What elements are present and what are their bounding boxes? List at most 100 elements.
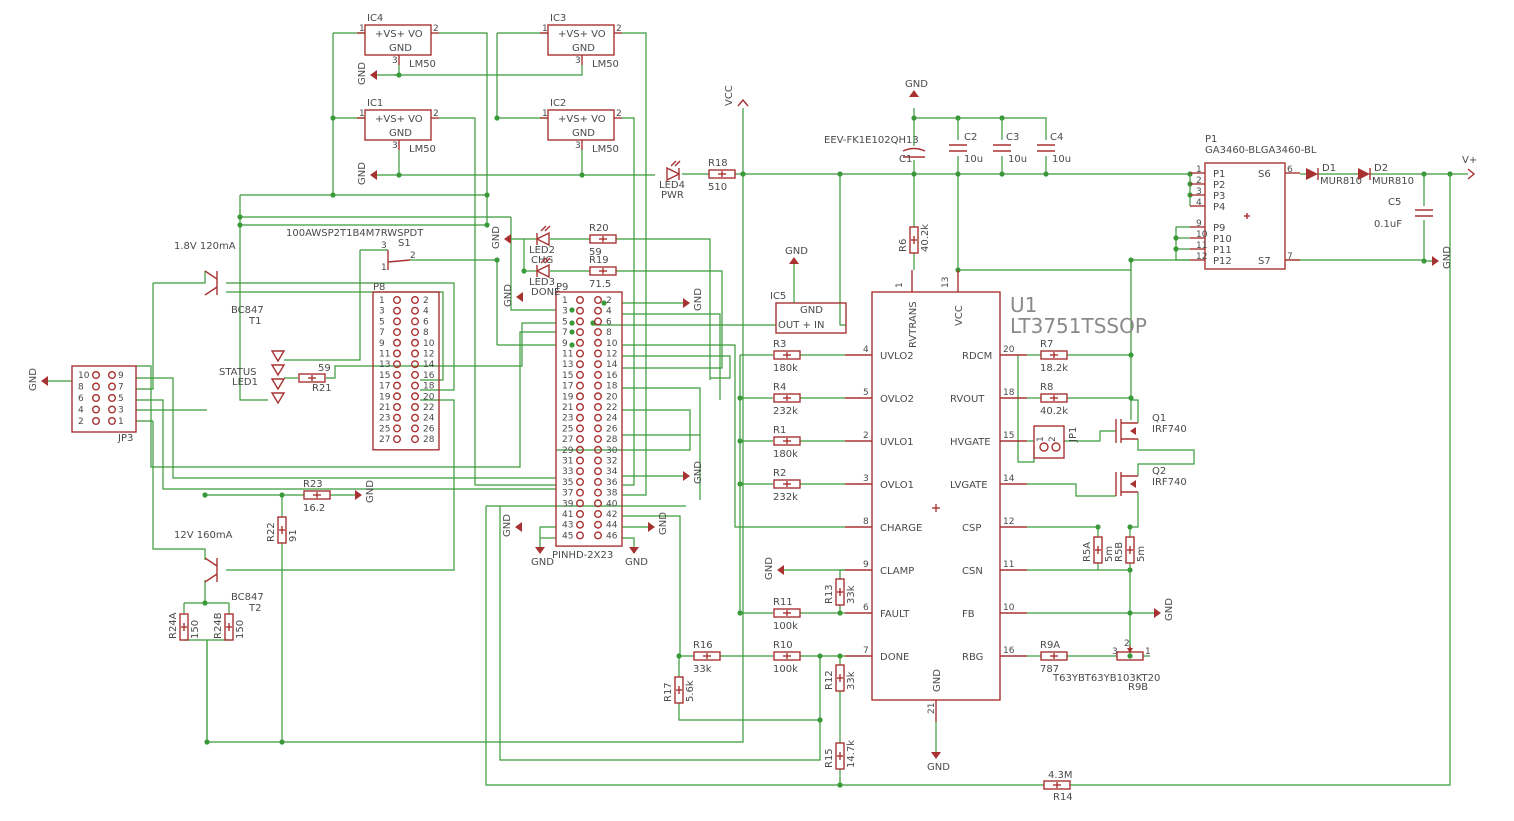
pin-number: 5 bbox=[562, 317, 568, 327]
header-pin bbox=[576, 370, 585, 379]
header-pin bbox=[594, 328, 603, 337]
pin-number: 41 bbox=[562, 510, 573, 520]
resistor-value: 5m bbox=[1136, 546, 1147, 562]
pin-number: 3 bbox=[863, 474, 869, 484]
pin-number: 16 bbox=[1003, 646, 1015, 656]
diode-ref: D2 bbox=[1374, 163, 1388, 174]
jp1-ref: JP1 bbox=[1068, 427, 1079, 443]
pin-number: 5 bbox=[379, 317, 385, 327]
pin-number: 5 bbox=[118, 394, 124, 404]
junction-dot bbox=[569, 329, 575, 335]
emitter bbox=[204, 286, 218, 296]
regulator-ref: IC2 bbox=[550, 98, 566, 109]
header-pin bbox=[393, 370, 402, 379]
junction-dot bbox=[737, 610, 743, 616]
wire bbox=[153, 271, 206, 284]
header-pin bbox=[594, 317, 603, 326]
pin-number: 3 bbox=[575, 141, 581, 151]
regulator-value: LM50 bbox=[409, 144, 436, 155]
junction-dot bbox=[837, 610, 843, 616]
pin-number: 3 bbox=[562, 307, 568, 317]
resistor-value: 33k bbox=[846, 671, 857, 690]
header-p9-body bbox=[555, 291, 623, 547]
gnd-icon bbox=[535, 547, 545, 554]
pin-number: 26 bbox=[606, 424, 618, 434]
header-pin bbox=[411, 413, 420, 422]
pin-number: 3 bbox=[392, 56, 398, 66]
header-pin bbox=[107, 371, 116, 380]
resistor-body bbox=[773, 393, 801, 403]
gnd-symbol: GND bbox=[764, 557, 784, 580]
pin-number: 13 bbox=[941, 277, 951, 288]
junction-dot bbox=[330, 192, 336, 198]
gnd-icon bbox=[515, 522, 522, 532]
pin-name-charge: CHARGE bbox=[880, 523, 922, 534]
resistor-ref: R14 bbox=[1053, 792, 1073, 803]
junction-dot bbox=[279, 739, 285, 745]
header-pin bbox=[576, 381, 585, 390]
gnd-icon bbox=[931, 752, 941, 759]
resistor-body bbox=[708, 169, 736, 179]
transistor-ref: T2 bbox=[248, 603, 261, 614]
vplus-icon bbox=[1467, 168, 1476, 180]
resistor-value: 40.2k bbox=[1040, 406, 1068, 417]
junction-dot bbox=[396, 172, 402, 178]
gnd-icon bbox=[683, 471, 690, 481]
pin-number: 11 bbox=[379, 350, 390, 360]
header-p9-ref: P9 bbox=[556, 282, 568, 293]
header-pin bbox=[594, 392, 603, 401]
pin-number: 34 bbox=[606, 467, 618, 477]
cap-ref: C3 bbox=[1006, 132, 1019, 143]
junction-dot bbox=[204, 739, 210, 745]
resistor-body bbox=[1040, 393, 1068, 403]
header-pin bbox=[594, 296, 603, 305]
pin-number: 29 bbox=[562, 446, 574, 456]
resistor-value: 40.2k bbox=[920, 224, 931, 252]
p1-pin-label: P9 bbox=[1213, 223, 1225, 234]
p1-pin-label: S7 bbox=[1258, 256, 1271, 267]
pin-name-csp: CSP bbox=[962, 523, 981, 534]
header-pin bbox=[411, 306, 420, 315]
wire bbox=[958, 260, 1132, 271]
wire bbox=[622, 355, 731, 379]
junction-dot bbox=[837, 653, 843, 659]
gnd-icon bbox=[516, 292, 523, 302]
header-pin bbox=[576, 477, 585, 486]
pin-number: 3 bbox=[381, 241, 387, 251]
pin-name-rvout: RVOUT bbox=[950, 394, 985, 405]
wire bbox=[136, 399, 556, 490]
junction-dot bbox=[1043, 171, 1049, 177]
resistor-ref: R17 bbox=[663, 682, 674, 702]
pin-number: 13 bbox=[562, 360, 573, 370]
trimmer-value: T63YBT63YB103KT20 bbox=[1052, 673, 1160, 684]
resistor-ref: R10 bbox=[773, 640, 793, 651]
pin-number: 1 bbox=[895, 282, 905, 288]
led-icon bbox=[270, 350, 286, 363]
resistor-body bbox=[277, 516, 287, 544]
junction-dot bbox=[202, 492, 208, 498]
header-pin bbox=[594, 477, 603, 486]
wire bbox=[510, 217, 556, 311]
regulator-ref: IC4 bbox=[367, 13, 383, 24]
vplus-symbol: V+ bbox=[1462, 155, 1477, 180]
collector bbox=[204, 557, 218, 567]
pin-number: 7 bbox=[379, 328, 385, 338]
resistor-ref: R2 bbox=[773, 468, 786, 479]
pin-number: 27 bbox=[379, 435, 390, 445]
gnd-symbol: GND bbox=[905, 79, 928, 97]
resistor-ref: R1 bbox=[773, 425, 786, 436]
resistor-body bbox=[589, 234, 617, 244]
junction-dot bbox=[817, 653, 823, 659]
gnd-symbol: GND bbox=[683, 461, 704, 484]
header-pin bbox=[576, 306, 585, 315]
wire bbox=[136, 283, 154, 390]
wire bbox=[439, 117, 556, 486]
